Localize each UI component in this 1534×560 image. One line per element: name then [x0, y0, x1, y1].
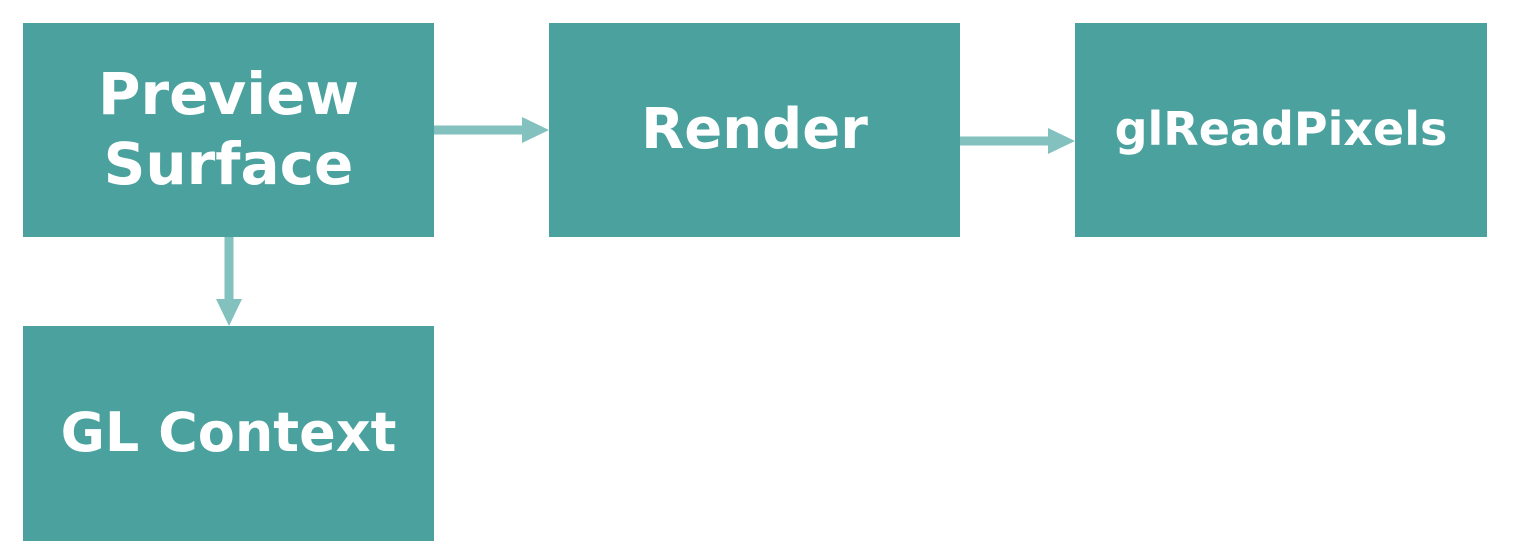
node-preview-surface-line2: Surface: [103, 130, 354, 198]
arrow-preview-to-render: [434, 117, 549, 143]
arrow-render-to-readpixels: [960, 128, 1075, 154]
node-glreadpixels: glReadPixels: [1075, 23, 1487, 237]
arrow-preview-to-context: [216, 237, 242, 326]
node-gl-context-label: GL Context: [60, 401, 397, 465]
node-glreadpixels-label: glReadPixels: [1114, 102, 1448, 157]
node-preview-surface-line1: Preview: [97, 60, 360, 129]
node-gl-context: GL Context: [23, 326, 434, 541]
node-render-label: Render: [641, 97, 868, 163]
node-preview-surface: Preview Surface: [23, 23, 434, 237]
node-render: Render: [549, 23, 960, 237]
